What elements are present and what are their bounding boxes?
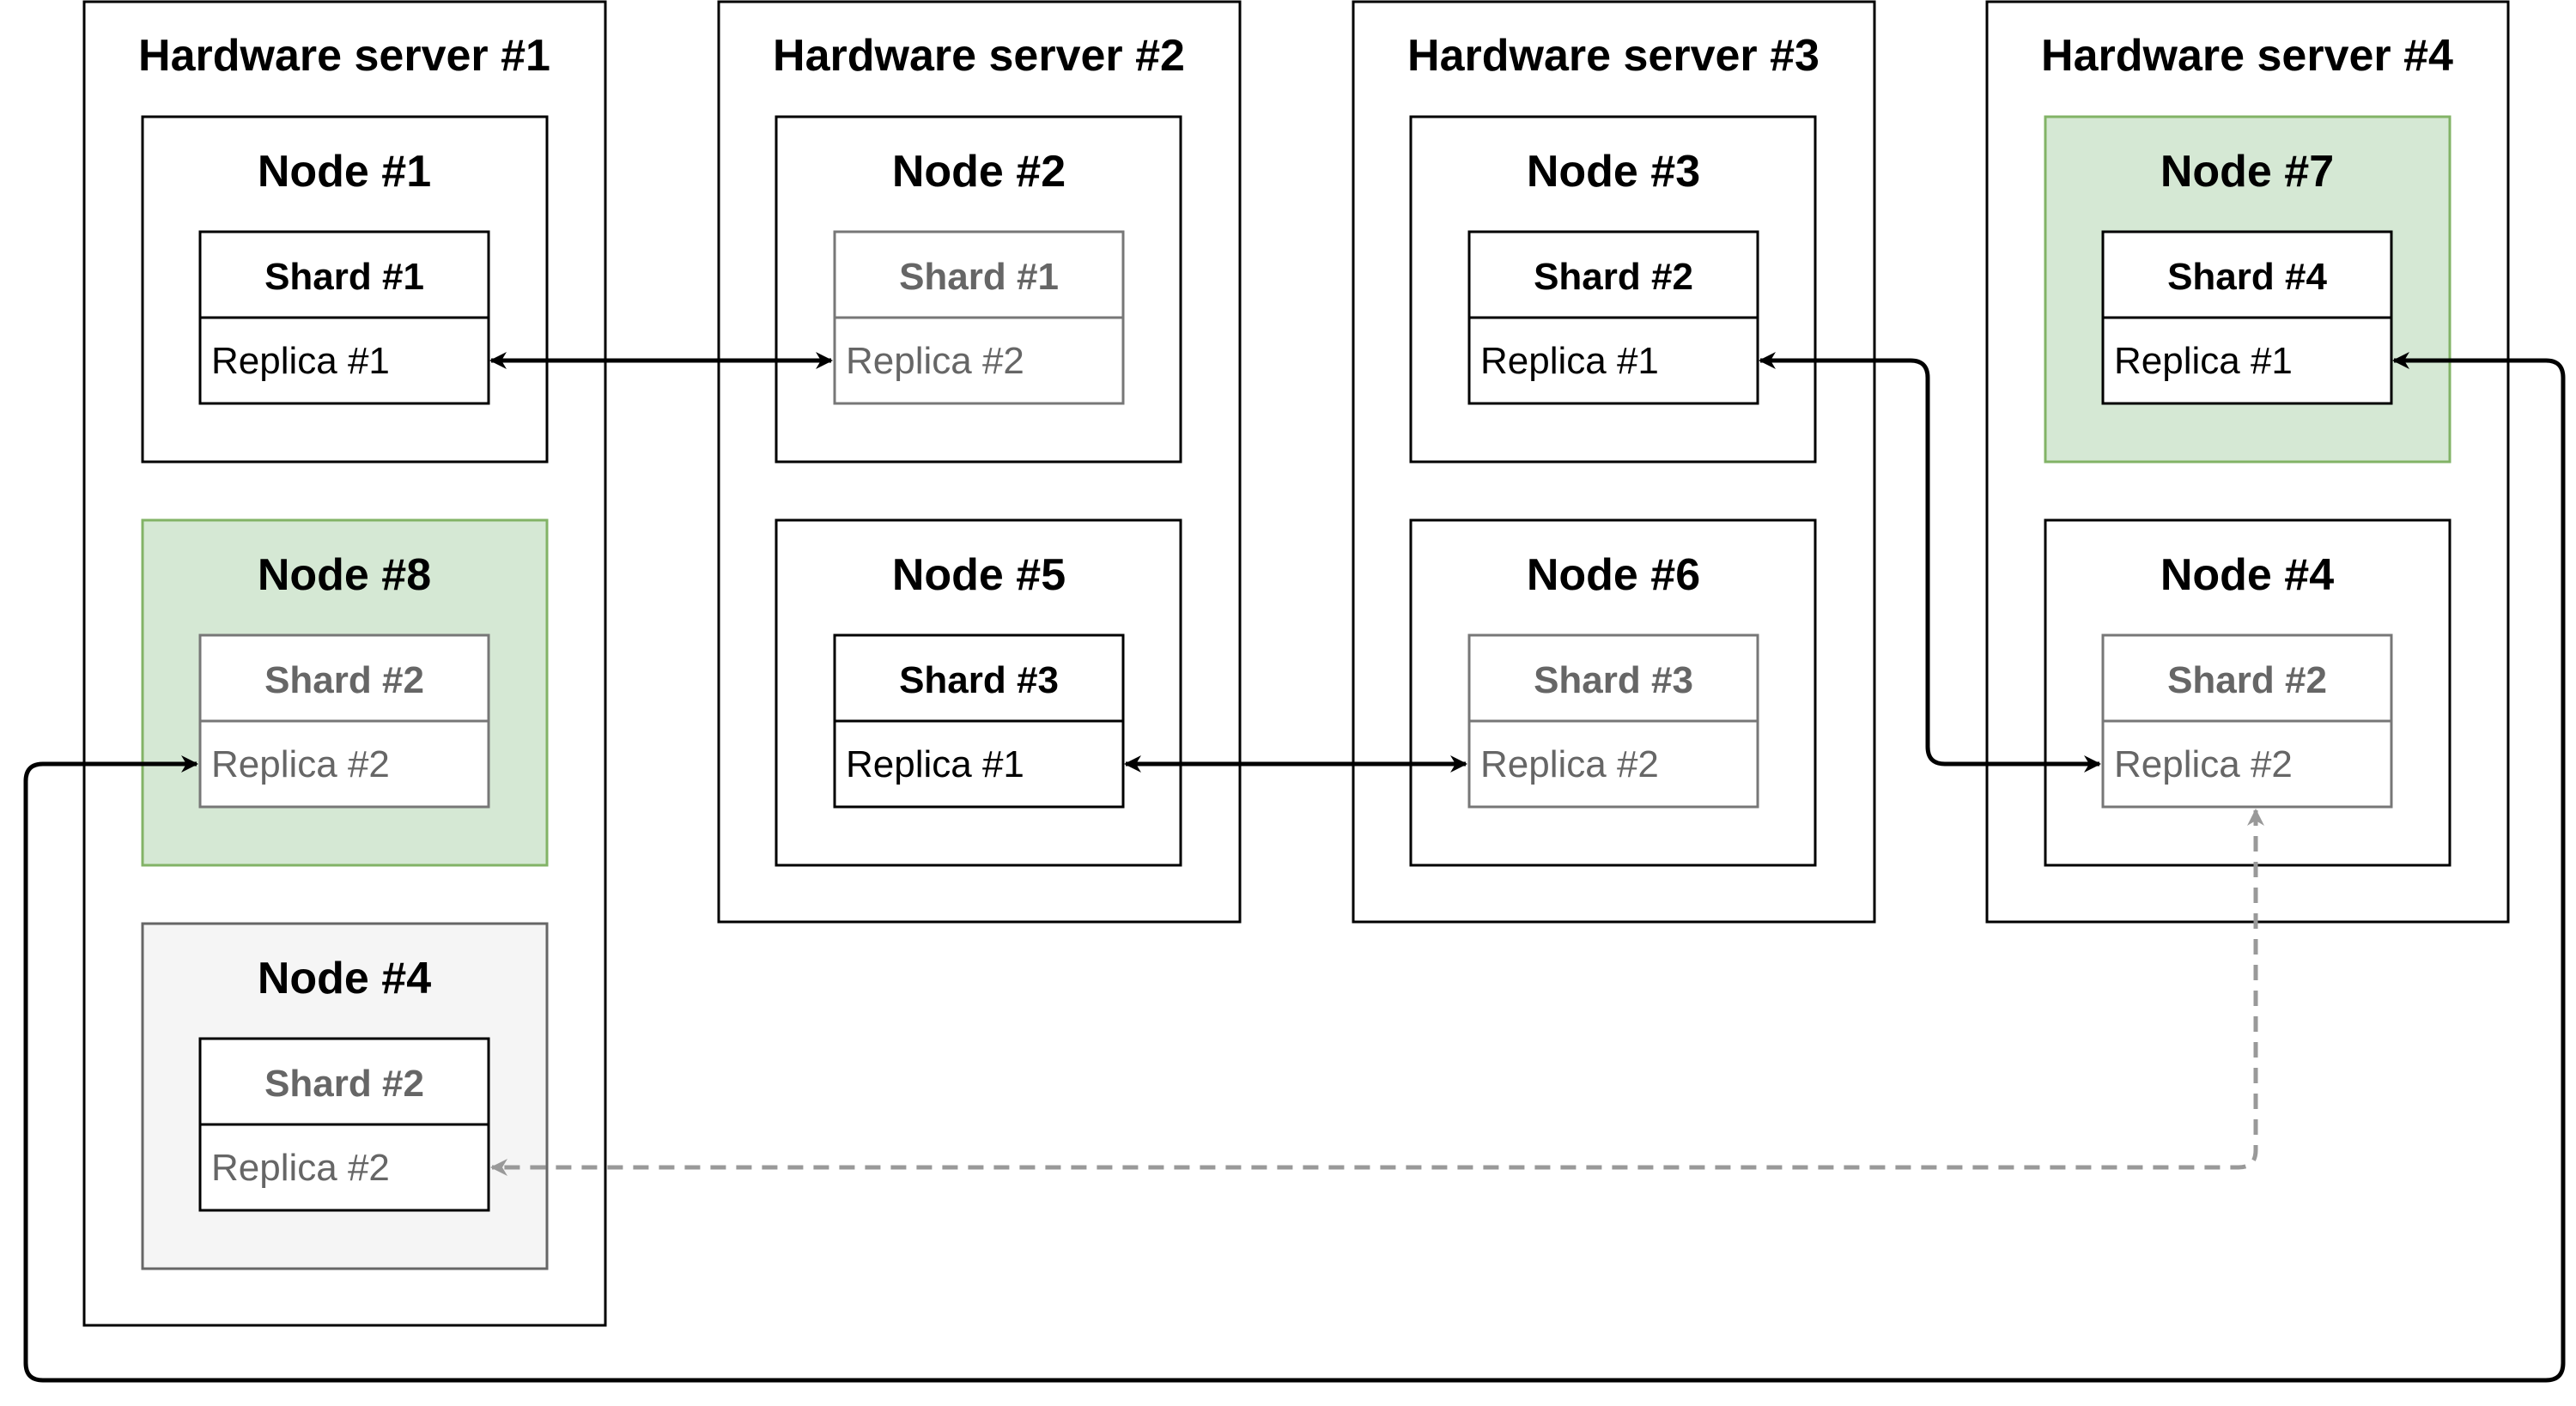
node-6: Node #6 Shard #3 Replica #2 bbox=[1409, 518, 1817, 867]
replica-label: Replica #2 bbox=[2114, 743, 2293, 785]
node-title: Node #2 bbox=[892, 147, 1066, 197]
node-title: Node #1 bbox=[258, 147, 431, 197]
node-3: Node #3 Shard #2 Replica #1 bbox=[1409, 115, 1817, 464]
node-title: Node #5 bbox=[892, 550, 1066, 600]
shard-title: Shard #4 bbox=[2167, 256, 2327, 298]
hardware-server-1: Hardware server #1 Node #1 Shard #1 Repl… bbox=[82, 0, 607, 1327]
replica-label: Replica #1 bbox=[2114, 340, 2293, 382]
replica-label: Replica #1 bbox=[846, 743, 1024, 785]
replica-label: Replica #2 bbox=[211, 743, 390, 785]
server-title: Hardware server #2 bbox=[773, 31, 1185, 81]
replica-label: Replica #2 bbox=[1480, 743, 1659, 785]
shard-title: Shard #2 bbox=[264, 659, 424, 701]
node-2: Node #2 Shard #1 Replica #2 bbox=[775, 115, 1182, 464]
server-title: Hardware server #1 bbox=[138, 31, 550, 81]
shard-title: Shard #2 bbox=[2167, 659, 2327, 701]
shard-title: Shard #2 bbox=[1534, 256, 1693, 298]
shard-title: Shard #3 bbox=[1534, 659, 1693, 701]
node-1: Node #1 Shard #1 Replica #1 bbox=[141, 115, 549, 464]
shard-title: Shard #1 bbox=[899, 256, 1059, 298]
migration-arrow-dashed bbox=[490, 809, 2264, 1176]
node-title: Node #3 bbox=[1527, 147, 1700, 197]
node-title: Node #4 bbox=[258, 954, 431, 1003]
node-title: Node #7 bbox=[2160, 147, 2334, 197]
node-4: Node #4 Shard #2 Replica #2 bbox=[2044, 518, 2451, 867]
node-4-inactive: Node #4 Shard #2 Replica #2 bbox=[141, 922, 549, 1270]
shard-title: Shard #2 bbox=[264, 1063, 424, 1105]
node-title: Node #8 bbox=[258, 550, 431, 600]
replica-label: Replica #2 bbox=[211, 1147, 390, 1189]
shard-title: Shard #3 bbox=[899, 659, 1059, 701]
hardware-server-4: Hardware server #4 Node #7 Shard #4 Repl… bbox=[1985, 0, 2510, 924]
replica-label: Replica #2 bbox=[846, 340, 1024, 382]
node-8: Node #8 Shard #2 Replica #2 bbox=[141, 518, 549, 867]
node-title: Node #6 bbox=[1527, 550, 1700, 600]
replica-label: Replica #1 bbox=[1480, 340, 1659, 382]
node-title: Node #4 bbox=[2160, 550, 2334, 600]
node-7: Node #7 Shard #4 Replica #1 bbox=[2044, 115, 2451, 464]
replication-arrow-shard-4-loop bbox=[23, 352, 2566, 1383]
server-title: Hardware server #3 bbox=[1407, 31, 1820, 81]
node-5: Node #5 Shard #3 Replica #1 bbox=[775, 518, 1182, 867]
hardware-server-2: Hardware server #2 Node #2 Shard #1 Repl… bbox=[717, 0, 1242, 924]
hardware-server-3: Hardware server #3 Node #3 Shard #2 Repl… bbox=[1352, 0, 1876, 924]
shard-title: Shard #1 bbox=[264, 256, 424, 298]
replica-label: Replica #1 bbox=[211, 340, 390, 382]
server-title: Hardware server #4 bbox=[2041, 31, 2453, 81]
